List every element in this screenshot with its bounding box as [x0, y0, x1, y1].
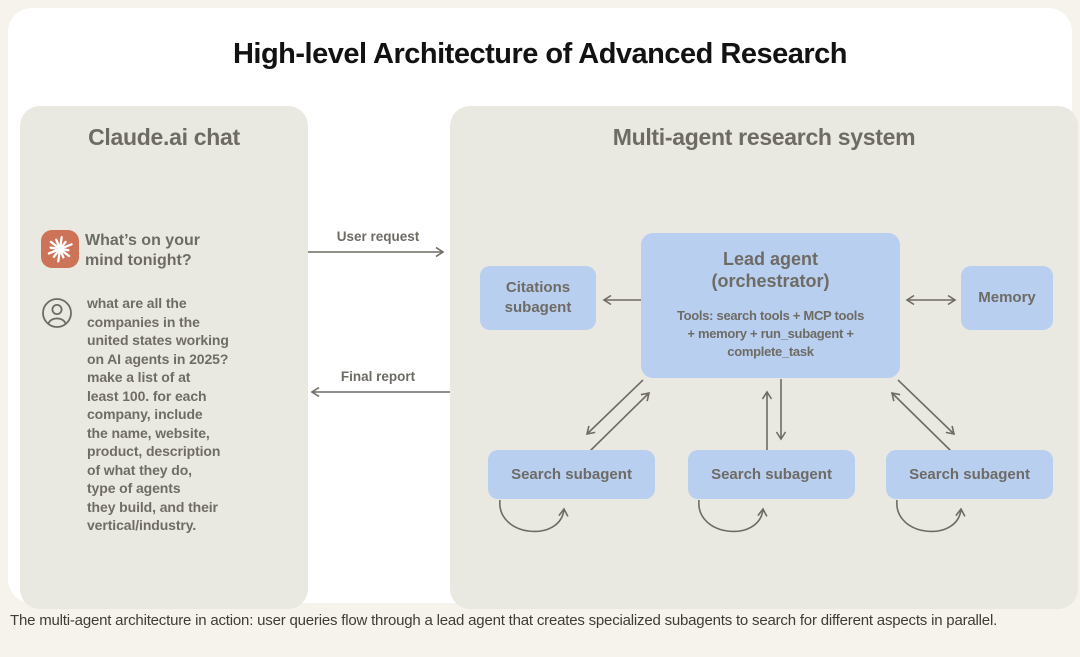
final-report-label: Final report — [340, 369, 416, 384]
query-line: type of agents — [87, 480, 181, 496]
lead-agent-tools-line: complete_task — [727, 344, 814, 359]
query-line: they build, and their — [87, 498, 218, 515]
search-subagent-box-2: Search subagent — [688, 450, 855, 499]
prompt-line: mind tonight? — [85, 252, 192, 269]
query-line: on AI agents in 2025? — [87, 350, 229, 367]
chat-panel-title: Claude.ai chat — [88, 124, 240, 150]
search-subagent-box-3: Search subagent — [886, 450, 1053, 499]
figure-card: High-level Architecture of Advanced Rese… — [8, 8, 1078, 609]
query-line: the name, website, — [87, 424, 210, 441]
page-title: High-level Architecture of Advanced Rese… — [232, 38, 848, 70]
query-line: vertical/industry. — [87, 517, 197, 533]
prompt-line: What’s on your — [85, 232, 200, 249]
search-subagent-box-1: Search subagent — [488, 450, 655, 499]
system-panel: Multi-agent research system — [450, 106, 1078, 609]
connector-arrows — [499, 294, 966, 533]
lead-agent-tools: Tools: search tools + MCP tools + memory… — [677, 307, 864, 361]
user-request-label: User request — [336, 229, 420, 244]
lead-agent-name-line: Lead agent — [722, 249, 819, 269]
user-query: what are all the companies in the united… — [87, 294, 229, 535]
lead-agent-tools-line: + memory + run_subagent + — [687, 326, 854, 341]
lead-agent-box: Lead agent (orchestrator) Tools: search … — [641, 233, 900, 378]
prompt-heading: What’s on your mind tonight? — [85, 231, 200, 271]
citations-subagent-box: Citations subagent — [480, 266, 596, 330]
lead-agent-tools-line: Tools: search tools + MCP tools — [676, 308, 865, 323]
query-line: companies in the — [87, 313, 200, 330]
query-line: product, description — [87, 443, 221, 459]
figure-caption: The multi-agent architecture in action: … — [10, 612, 998, 629]
lead-agent-name: Lead agent (orchestrator) — [711, 248, 829, 292]
query-line: of what they do, — [87, 461, 192, 478]
memory-box: Memory — [961, 266, 1053, 330]
user-request-arrow-icon — [308, 246, 445, 258]
claude-spark-icon — [41, 230, 79, 268]
final-report-arrow-icon — [310, 386, 450, 398]
chat-panel: Claude.ai chat What’s on your mind tonig… — [20, 106, 308, 609]
user-avatar-icon — [41, 297, 73, 329]
query-line: company, include — [87, 406, 203, 422]
query-line: what are all the — [87, 295, 187, 311]
query-line: make a list of at — [87, 369, 191, 385]
system-panel-title: Multi-agent research system — [612, 124, 916, 150]
query-line: least 100. for each — [87, 387, 207, 404]
lead-agent-name-line: (orchestrator) — [711, 271, 830, 291]
query-line: united states working — [87, 332, 229, 348]
